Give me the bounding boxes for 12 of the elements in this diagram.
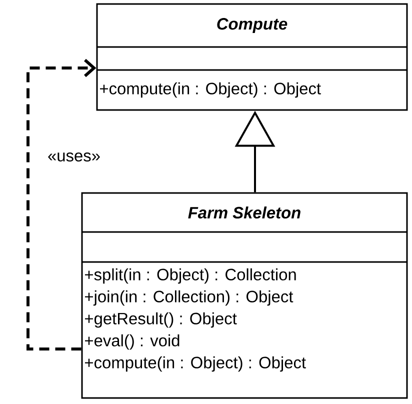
operation-text: +eval() : void — [85, 334, 180, 350]
edge-label: «uses» — [48, 152, 100, 162]
operation-text: +getResult() : Object — [85, 312, 237, 328]
class-name: Compute — [217, 18, 288, 33]
operation-text: +split(in : Object) : Collection — [85, 268, 296, 284]
class-box — [96, 3, 408, 111]
dependency-arrow — [26, 58, 96, 350]
operation-text: +join(in : Collection) : Object — [85, 290, 294, 306]
operation-text: +compute(in : Object) : Object — [100, 82, 321, 98]
operation-text: +compute(in : Object) : Object — [85, 356, 306, 372]
class-name: Farm Skeleton — [188, 206, 300, 219]
class-box — [81, 192, 408, 399]
